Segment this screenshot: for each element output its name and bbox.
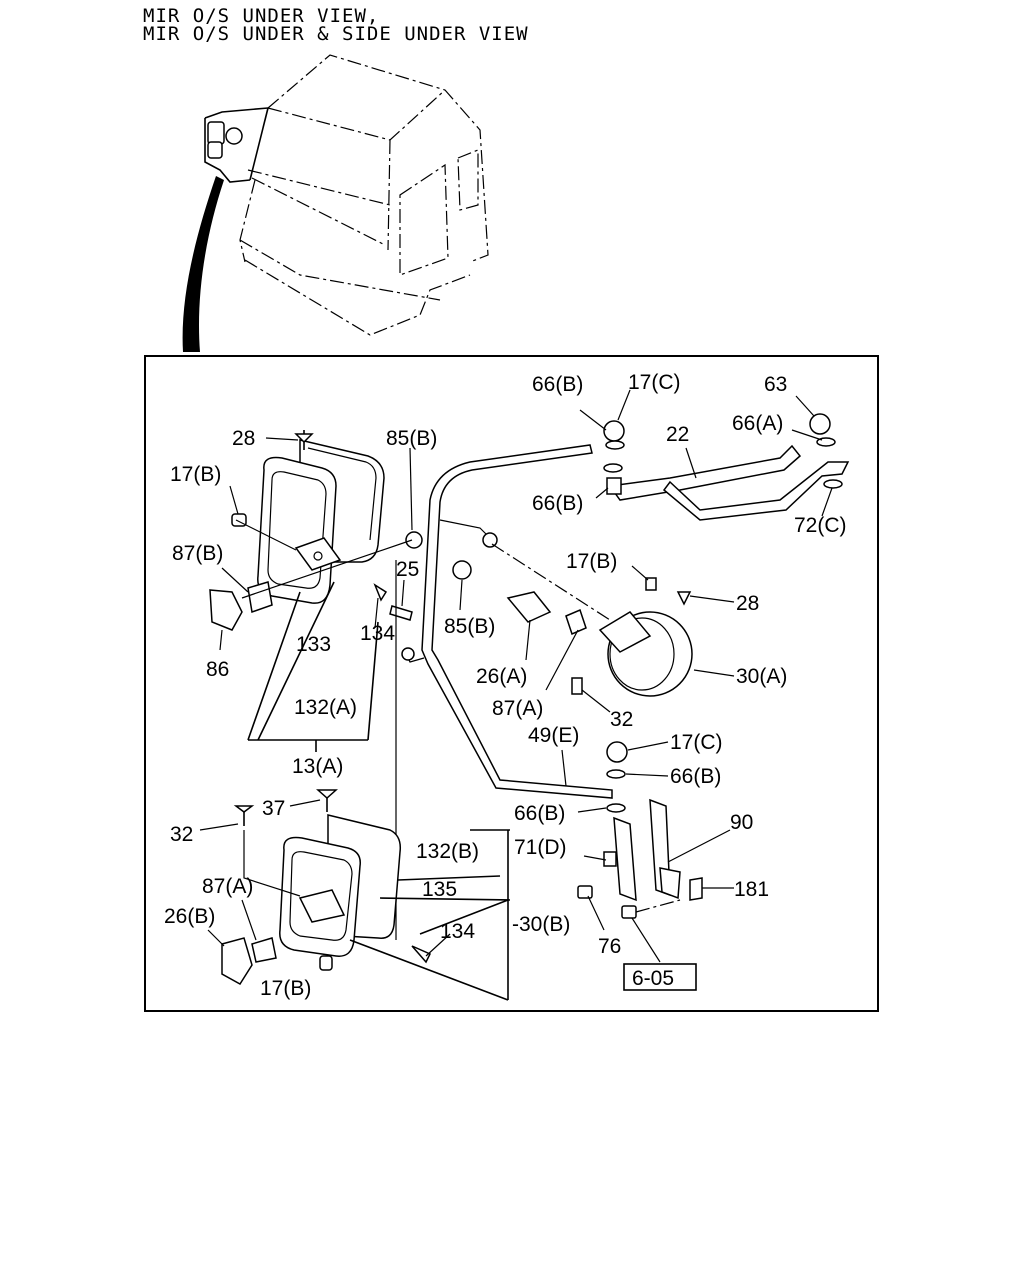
callout-37: 37 <box>262 797 285 820</box>
callout-66b-low: 66(B) <box>514 802 565 825</box>
callout-72c: 72(C) <box>794 514 847 537</box>
callout-132b: 132(B) <box>416 840 479 863</box>
callout-87a-mid: 87(A) <box>492 697 543 720</box>
convex-mirror-assembly <box>491 543 693 697</box>
callout-26b: 26(B) <box>164 905 215 928</box>
callout-30a: 30(A) <box>736 665 787 688</box>
callout-13a: 13(A) <box>292 755 343 778</box>
callout-28-mid: 28 <box>736 592 759 615</box>
callout-66b-mid-right: 66(B) <box>670 765 721 788</box>
mounting-stay-assembly <box>603 413 850 521</box>
upper-mirror-assembly <box>209 430 423 752</box>
callout-76: 76 <box>598 935 621 958</box>
callout-17b-mid: 17(B) <box>566 550 617 573</box>
callout-30b: -30(B) <box>512 913 570 936</box>
callout-181: 181 <box>734 878 769 901</box>
reference-box-label: 6-05 <box>632 967 674 990</box>
callout-66a: 66(A) <box>732 412 783 435</box>
cab-overview-illustration <box>182 54 489 352</box>
callout-17b-top: 17(B) <box>170 463 221 486</box>
callout-labels: 28 17(B) 87(B) 86 85(B) 25 134 133 132(A… <box>164 371 847 1000</box>
callout-134-top: 134 <box>360 622 395 645</box>
callout-87a-low: 87(A) <box>202 875 253 898</box>
parts-frame <box>144 355 879 1012</box>
callout-26a: 26(A) <box>476 665 527 688</box>
leader-lines <box>199 389 833 963</box>
header-line-2: MIR O/S UNDER & SIDE UNDER VIEW <box>143 23 529 45</box>
callout-66b-top-left: 66(B) <box>532 373 583 396</box>
callout-132a: 132(A) <box>294 696 357 719</box>
callout-133: 133 <box>296 633 331 656</box>
callout-17c-mid: 17(C) <box>670 731 723 754</box>
header-line-1: MIR O/S UNDER VIEW, <box>143 5 380 27</box>
callout-86: 86 <box>206 658 229 681</box>
bracket-assembly <box>577 741 703 919</box>
mirror-location-pointer <box>182 176 224 352</box>
callout-85b-mid: 85(B) <box>444 615 495 638</box>
callout-135: 135 <box>422 878 457 901</box>
callout-63: 63 <box>764 373 787 396</box>
callout-90: 90 <box>730 811 753 834</box>
callout-17b-low: 17(B) <box>260 977 311 1000</box>
callout-85b-top: 85(B) <box>386 427 437 450</box>
callout-87b: 87(B) <box>172 542 223 565</box>
reference-box[interactable]: 6-05 <box>623 963 697 991</box>
callout-22: 22 <box>666 423 689 446</box>
callout-17c-top: 17(C) <box>628 371 681 394</box>
callout-28-top: 28 <box>232 427 255 450</box>
callout-32-mid: 32 <box>610 708 633 731</box>
callout-134-low: 134 <box>440 920 475 943</box>
callout-25: 25 <box>396 558 419 581</box>
callout-49e: 49(E) <box>528 724 579 747</box>
callout-32-low: 32 <box>170 823 193 846</box>
callout-71d: 71(D) <box>514 836 567 859</box>
lower-mirror-assembly <box>221 789 511 1001</box>
callout-66b-mid-left: 66(B) <box>532 492 583 515</box>
